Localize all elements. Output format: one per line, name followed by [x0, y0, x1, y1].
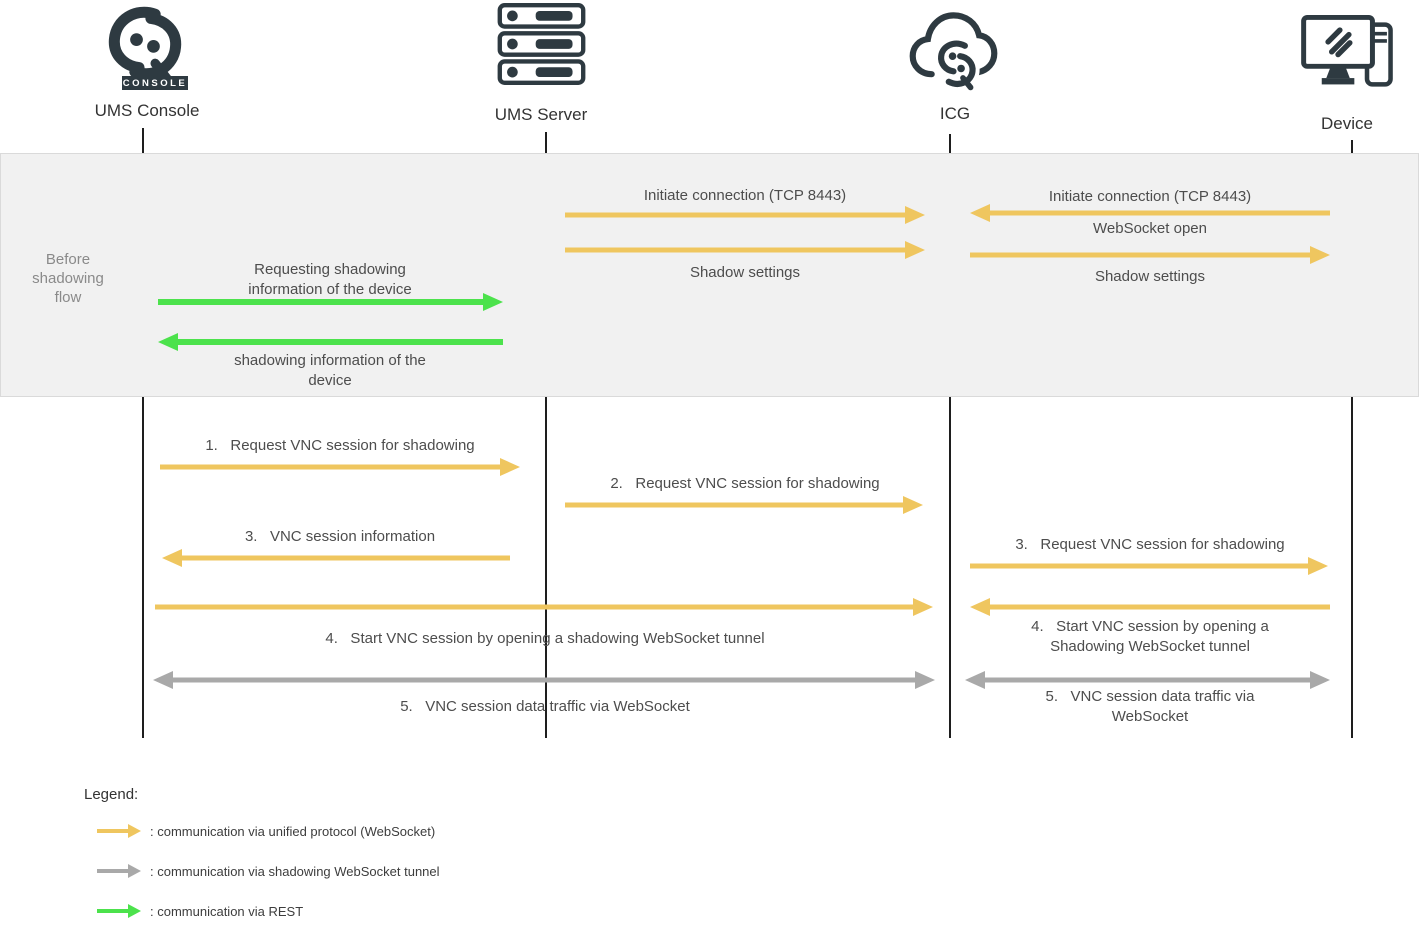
actor-label-device: Device — [1321, 114, 1373, 133]
arrow-step3-icg-device — [970, 556, 1328, 576]
lifeline-icg — [949, 134, 951, 738]
legend-item-shadowing-tunnel: : communication via shadowing WebSocket … — [150, 864, 440, 879]
arrow-shadowing-info-response — [158, 332, 503, 352]
legend-title: Legend: — [84, 786, 139, 803]
legend-shadowing-tunnel-arrow-icon — [97, 863, 141, 879]
arrow-step1-console-server — [160, 457, 520, 477]
msg-step3-right: 3. Request VNC session for shadowing — [1015, 536, 1285, 553]
arrow-initiate-connection-device-icg — [970, 203, 1330, 223]
band-label: Before shadowing flow — [32, 251, 104, 306]
msg-step5-right: 5. VNC session data traffic via WebSocke… — [1045, 688, 1255, 725]
legend-item-unified-protocol: : communication via unified protocol (We… — [150, 824, 436, 839]
arrow-shadow-settings-server-icg — [565, 240, 925, 260]
actor-label-ums-console: UMS Console — [94, 101, 200, 120]
msg-shadow-settings-icg-device: Shadow settings — [1094, 268, 1206, 285]
msg-step5-left: 5. VNC session data traffic via WebSocke… — [400, 698, 690, 715]
ums-console-logo-icon — [100, 4, 190, 82]
lifeline-device — [1351, 140, 1353, 738]
msg-step2: 2. Request VNC session for shadowing — [610, 475, 880, 492]
arrow-initiate-connection-server-icg — [565, 205, 925, 225]
lifeline-ums-console — [142, 128, 144, 738]
arrow-step5-icg-device — [965, 670, 1330, 690]
ums-server-icon — [493, 2, 590, 86]
arrow-step4-device-icg — [970, 597, 1330, 617]
msg-websocket-open: WebSocket open — [1093, 220, 1207, 237]
console-badge: CONSOLE — [122, 76, 188, 90]
before-shadowing-band — [0, 153, 1419, 397]
msg-initiate-connection-device-icg: Initiate connection (TCP 8443) — [1048, 188, 1252, 205]
lifeline-ums-server — [545, 132, 547, 738]
msg-step1: 1. Request VNC session for shadowing — [205, 437, 475, 454]
actor-label-ums-server: UMS Server — [494, 105, 588, 124]
arrow-step2-server-icg — [565, 495, 923, 515]
arrow-requesting-shadowing-info — [158, 292, 503, 312]
msg-step3-left: 3. VNC session information — [244, 528, 436, 545]
actor-label-icg: ICG — [939, 104, 971, 123]
icg-cloud-icon — [906, 4, 1001, 96]
arrow-step4-console-icg — [155, 597, 933, 617]
msg-shadow-settings-server-icg: Shadow settings — [689, 264, 801, 281]
msg-step4-left: 4. Start VNC session by opening a shadow… — [325, 630, 765, 647]
msg-step4-right: 4. Start VNC session by opening a Shadow… — [1031, 618, 1269, 655]
arrow-step3-server-console — [162, 548, 510, 568]
msg-initiate-connection-server-icg: Initiate connection (TCP 8443) — [643, 187, 847, 204]
legend-unified-protocol-arrow-icon — [97, 823, 141, 839]
msg-shadowing-info-response: shadowing information of the device — [234, 352, 426, 389]
legend-rest-arrow-icon — [97, 903, 141, 919]
device-icon — [1298, 12, 1398, 98]
arrow-step5-console-icg — [153, 670, 935, 690]
legend-item-rest: : communication via REST — [150, 904, 304, 919]
arrow-shadow-settings-icg-device — [970, 245, 1330, 265]
